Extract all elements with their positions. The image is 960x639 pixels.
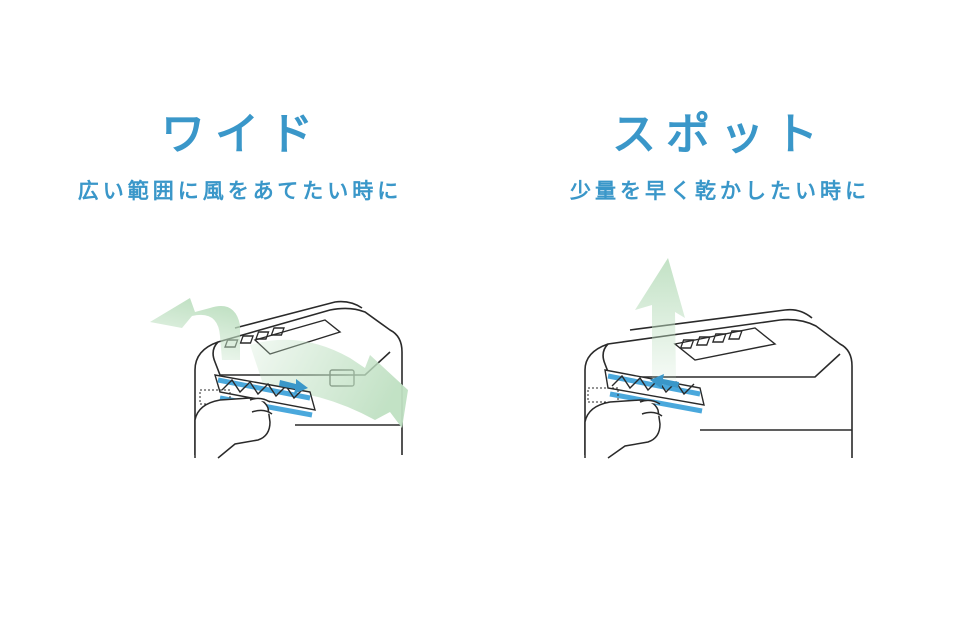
wide-mode-subtitle: 広い範囲に風をあてたい時に	[77, 179, 403, 203]
arrow-left-icon	[650, 374, 679, 389]
control-panel	[673, 327, 777, 361]
airflow-right-arrow	[250, 339, 408, 428]
spot-mode-title: スポット	[612, 109, 828, 160]
airflow-up-arrow	[635, 258, 685, 380]
hand-illustration	[194, 397, 273, 459]
hand-illustration	[584, 399, 663, 459]
airflow-left-arrow	[150, 298, 240, 360]
dehumidifier-body	[194, 300, 403, 455]
spot-mode-subtitle: 少量を早く乾かしたい時に	[570, 179, 870, 203]
spot-airflow-illustration	[584, 258, 853, 459]
arrow-right-icon	[279, 379, 308, 394]
spot-mode-panel: スポット 少量を早く乾かしたい時に	[480, 0, 960, 639]
wide-mode-panel: ワイド 広い範囲に風をあてたい時に	[77, 109, 408, 459]
wide-mode-title: ワイド	[161, 109, 323, 160]
wide-airflow-illustration	[150, 298, 408, 459]
